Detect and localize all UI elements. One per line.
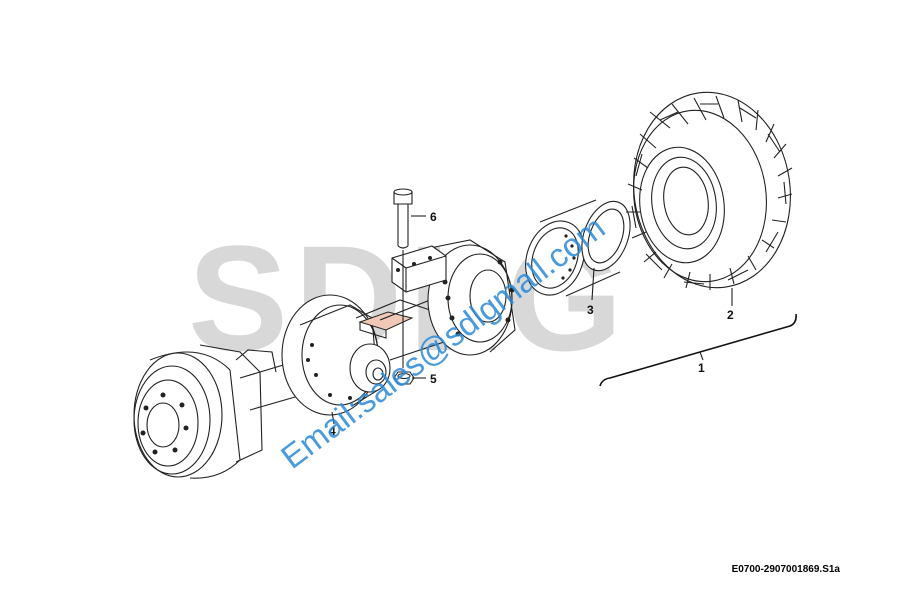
- callout-4: 4: [329, 424, 336, 438]
- bolt-part: [393, 188, 413, 368]
- callout-3: 3: [587, 303, 594, 317]
- callout-6: 6: [430, 210, 437, 224]
- drawing-reference-code: E0700-2907001869.S1a: [731, 564, 840, 575]
- nut-part: [393, 371, 415, 385]
- tire-part: [626, 91, 793, 290]
- callout-1: 1: [698, 361, 705, 375]
- callout-2: 2: [727, 308, 734, 322]
- callout-5: 5: [430, 372, 437, 386]
- rim-part: [525, 199, 631, 297]
- axle-housing: [133, 239, 516, 479]
